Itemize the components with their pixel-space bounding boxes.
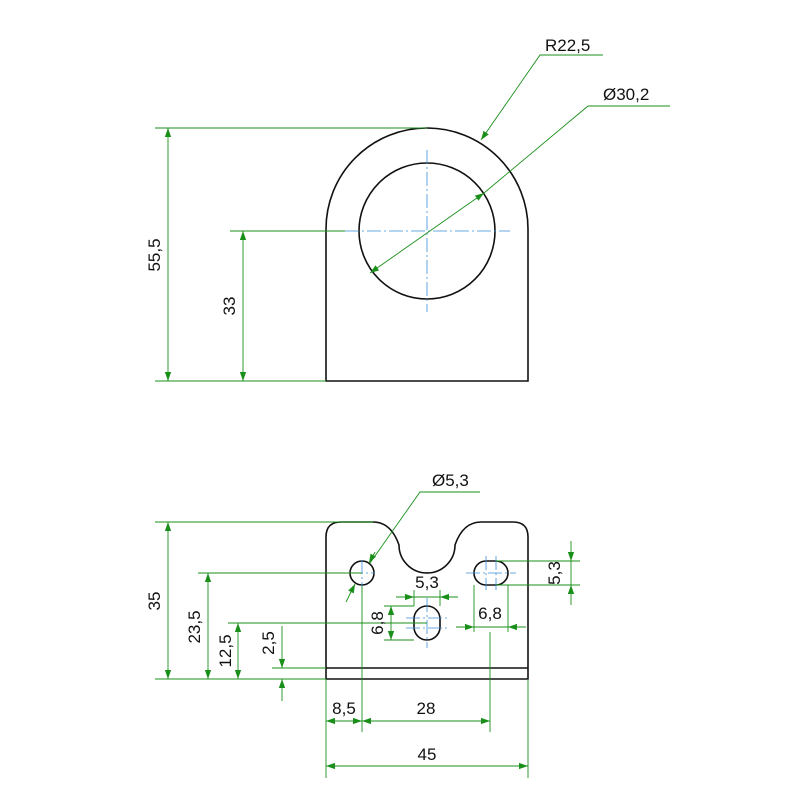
hole-diameter-arrow-upper-tip bbox=[368, 551, 377, 564]
front-bore-leader bbox=[483, 105, 670, 194]
overall-width-label: 45 bbox=[418, 745, 437, 764]
bottom-hole-height-lower-label: 12,5 bbox=[216, 634, 235, 667]
hole-spacing-label: 28 bbox=[417, 699, 436, 718]
front-total-height-label: 55,5 bbox=[145, 238, 164, 271]
front-radius-leader bbox=[480, 54, 603, 141]
front-bore-dim-line bbox=[369, 192, 485, 274]
slot-length-vertical-label: 6,8 bbox=[368, 611, 387, 635]
bottom-base-thickness-label: 2,5 bbox=[259, 631, 278, 655]
hole-diameter-arrow-lower bbox=[345, 583, 356, 603]
front-view: 55,5 33 R22,5 Ø30,2 bbox=[145, 36, 670, 382]
hole-diameter-leader bbox=[369, 491, 480, 564]
slot-width-right-label: 5,3 bbox=[545, 561, 564, 585]
slot-width-top-label: 5,3 bbox=[415, 573, 439, 592]
front-bore-label: Ø30,2 bbox=[603, 85, 649, 104]
bottom-hole-height-upper-label: 23,5 bbox=[185, 610, 204, 643]
hole-offset-left-label: 8,5 bbox=[332, 699, 356, 718]
front-radius-label: R22,5 bbox=[545, 36, 590, 55]
bottom-view: 35 23,5 12,5 2,5 Ø5,3 5,3 6,8 bbox=[145, 471, 580, 778]
slot-length-horizontal-label: 6,8 bbox=[478, 604, 502, 623]
hole-diameter-label: Ø5,3 bbox=[432, 471, 469, 490]
front-outline bbox=[325, 127, 529, 382]
bottom-total-height-label: 35 bbox=[145, 592, 164, 611]
front-center-height-label: 33 bbox=[220, 297, 239, 316]
